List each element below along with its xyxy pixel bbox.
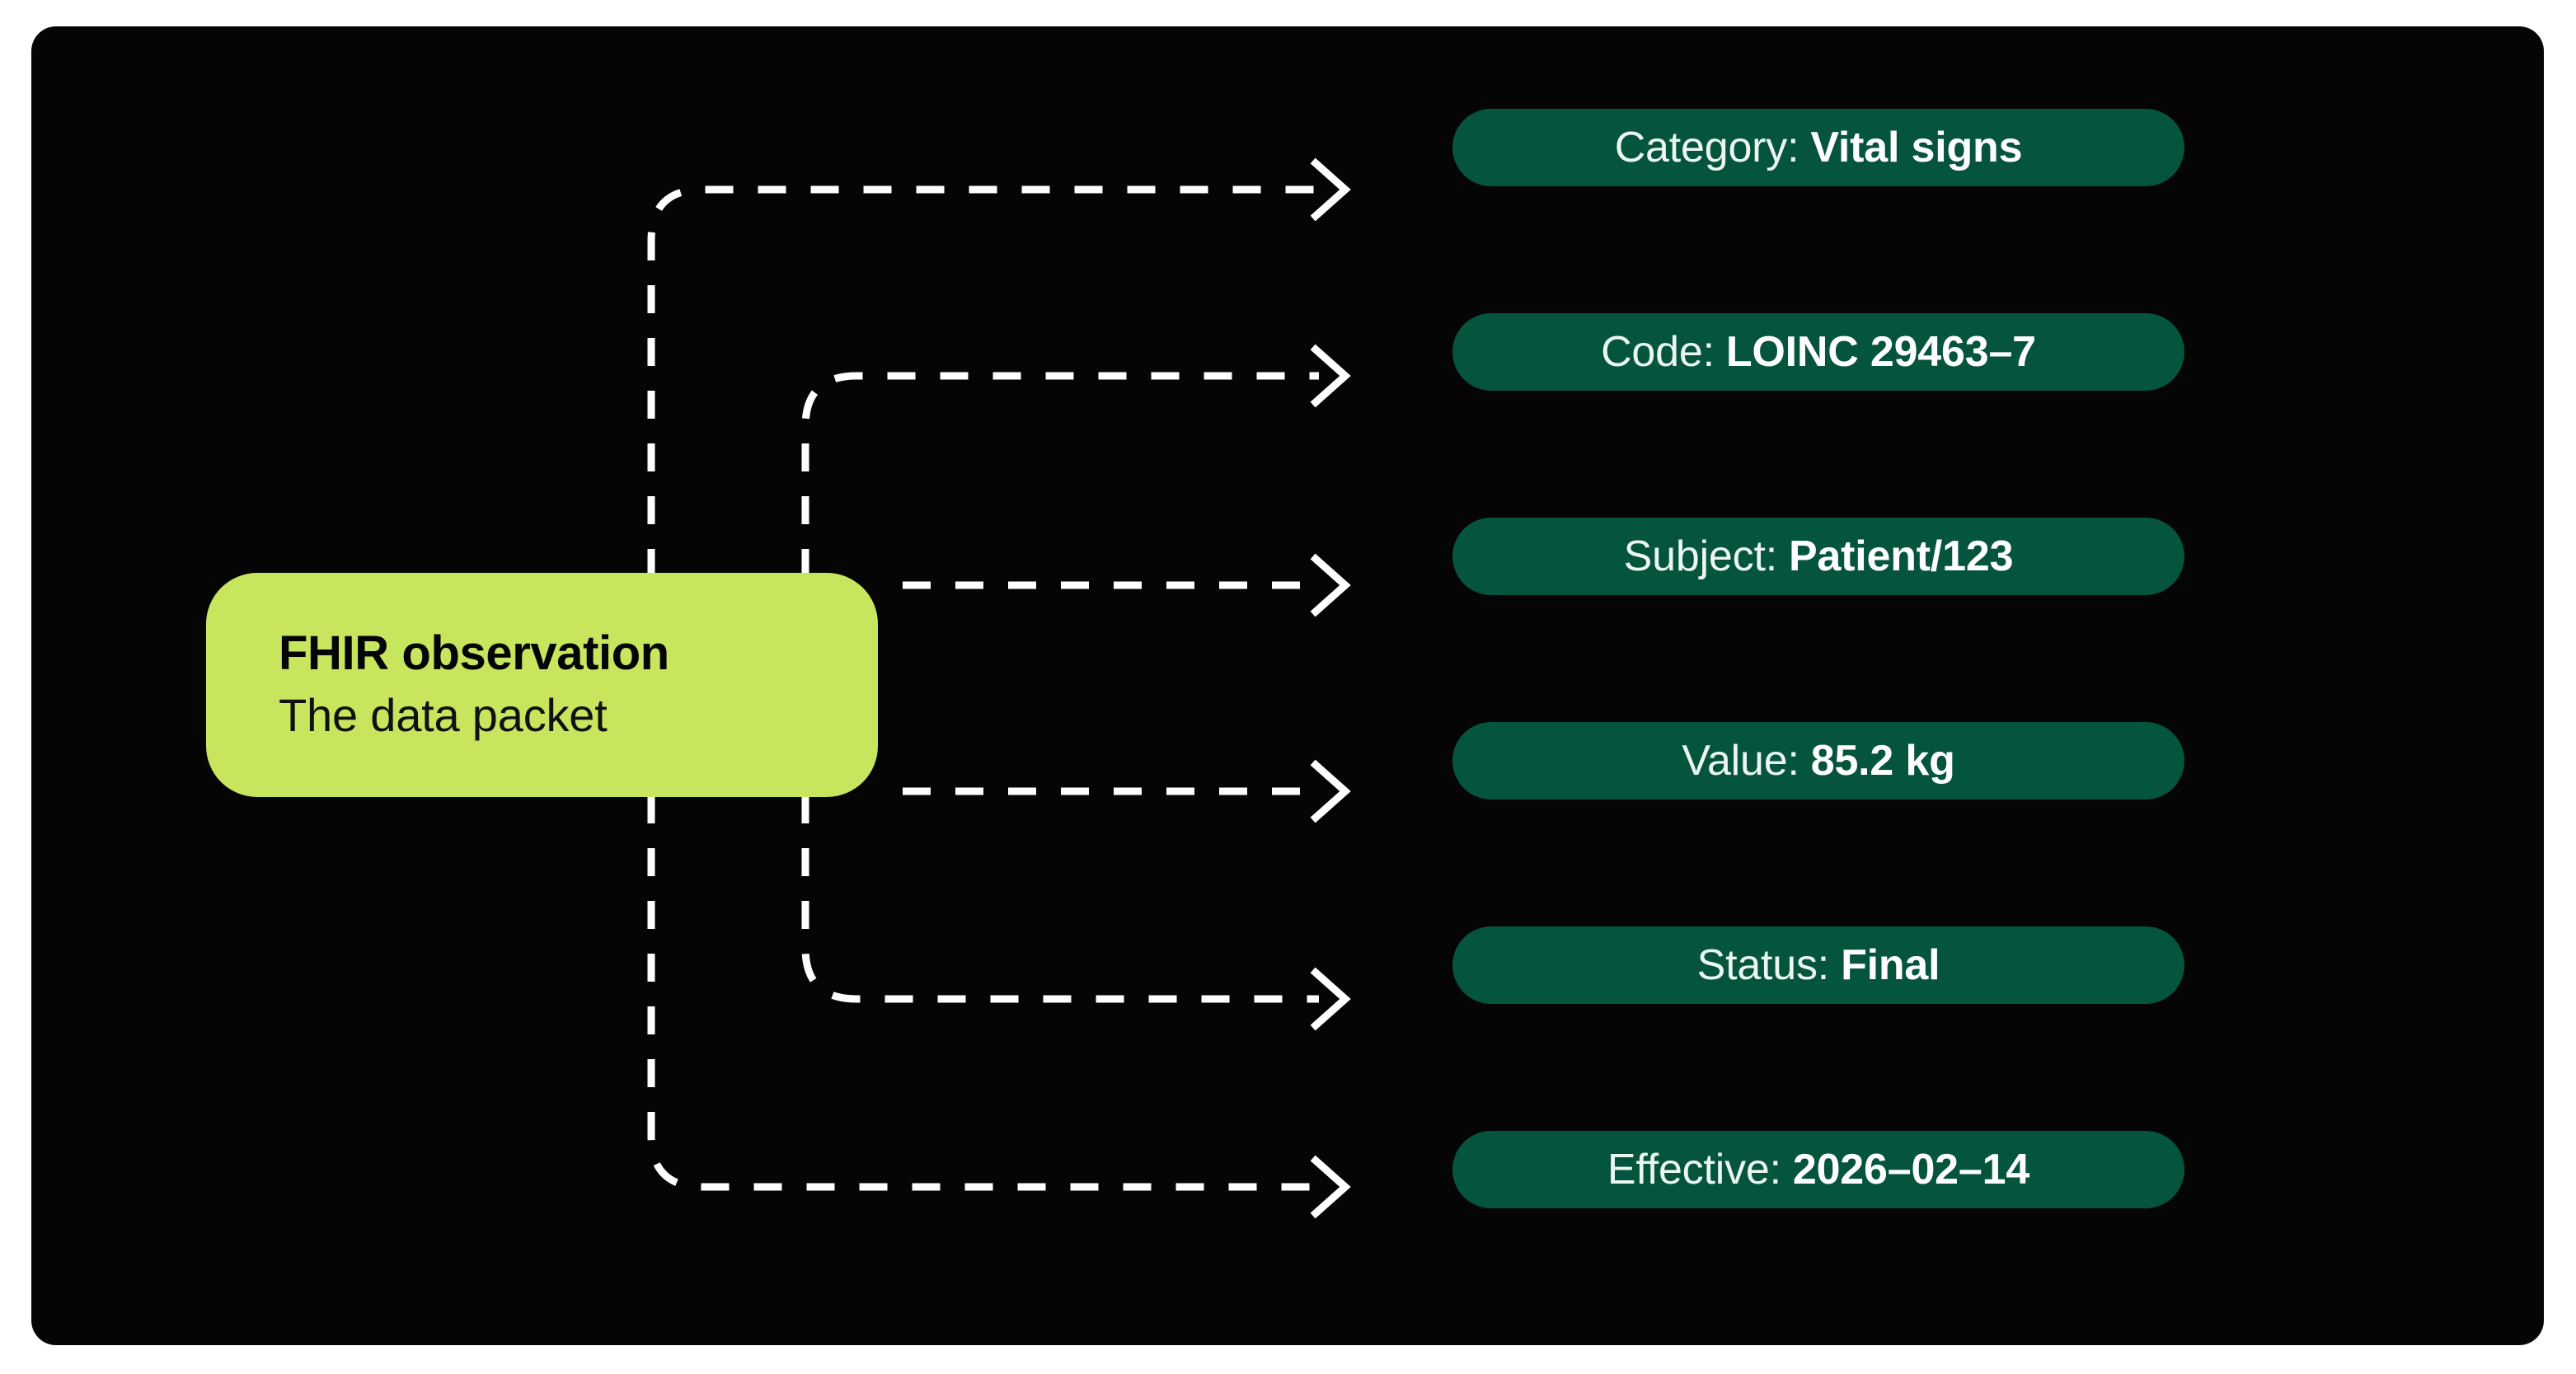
attribute-key: Subject: xyxy=(1623,532,1777,580)
attribute-pill-category[interactable]: Category: Vital signs xyxy=(1452,109,2184,186)
attribute-key: Category: xyxy=(1614,124,1799,171)
attribute-key: Code: xyxy=(1601,328,1715,376)
attribute-pill-subject[interactable]: Subject: Patient/123 xyxy=(1452,518,2184,595)
attribute-key: Value: xyxy=(1682,737,1799,785)
source-node-subtitle: The data packet xyxy=(279,689,608,742)
source-node-title: FHIR observation xyxy=(279,626,669,680)
attribute-value: Patient/123 xyxy=(1788,532,2014,580)
attribute-pill-code[interactable]: Code: LOINC 29463–7 xyxy=(1452,313,2184,391)
attribute-pill-status[interactable]: Status: Final xyxy=(1452,926,2184,1004)
attribute-key: Status: xyxy=(1696,941,1830,989)
attribute-value: 85.2 kg xyxy=(1810,737,1955,785)
attribute-value: LOINC 29463–7 xyxy=(1725,328,2036,376)
attribute-value: 2026–02–14 xyxy=(1792,1146,2030,1193)
attribute-pill-value[interactable]: Value: 85.2 kg xyxy=(1452,722,2184,800)
source-node-fhir-observation[interactable]: FHIR observation The data packet xyxy=(206,573,878,797)
attribute-value: Final xyxy=(1841,941,1940,989)
attribute-key: Effective: xyxy=(1607,1146,1781,1193)
attribute-value: Vital signs xyxy=(1810,124,2023,171)
attribute-pill-effective[interactable]: Effective: 2026–02–14 xyxy=(1452,1131,2184,1208)
